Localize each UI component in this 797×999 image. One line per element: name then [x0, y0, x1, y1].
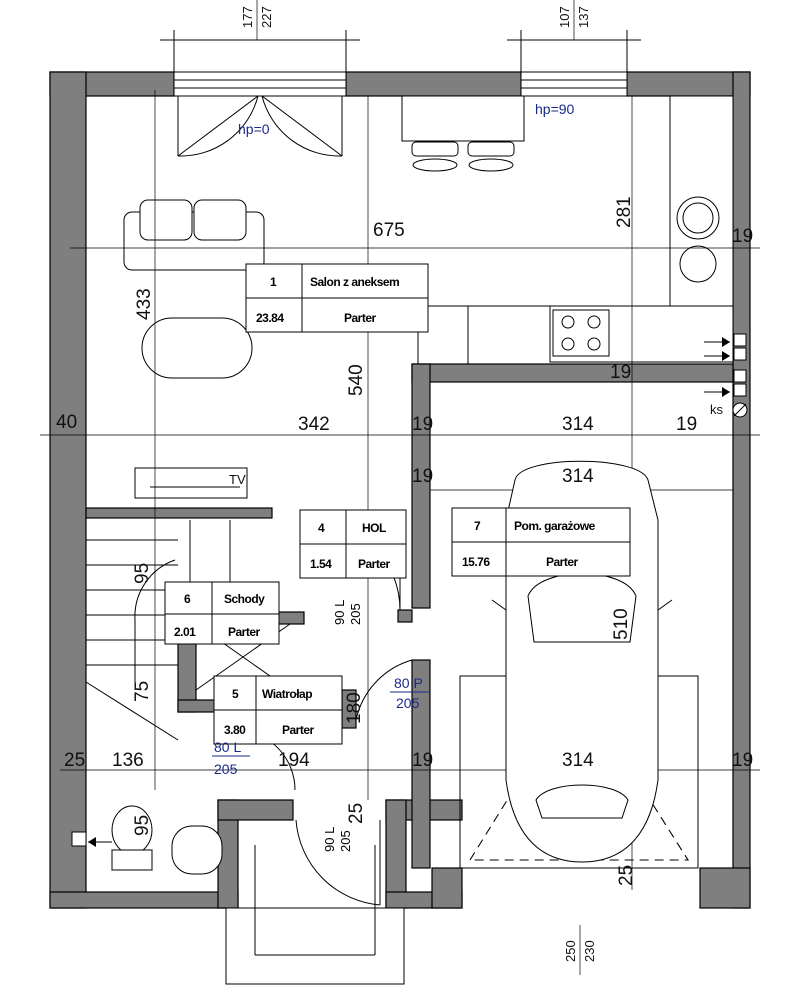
room-4-number: 4 — [318, 521, 325, 535]
dim-window-left-2: 227 — [259, 6, 274, 28]
room-1-number: 1 — [270, 275, 277, 289]
room-5-number: 5 — [232, 687, 239, 701]
door-wc-height: 205 — [214, 761, 238, 777]
door-hall-type: 90 L — [332, 600, 347, 625]
dim-partition-1: 19 — [412, 414, 433, 435]
door-garage-type: 80 P — [394, 675, 423, 691]
door-entrance-height: 205 — [338, 830, 353, 852]
dim-garage-width-1: 314 — [562, 414, 594, 435]
room-4-floor: Parter — [358, 557, 391, 571]
dim-garage-bottom-25: 25 — [616, 865, 637, 886]
door-swings — [225, 519, 413, 985]
door-garage-height: 205 — [396, 695, 420, 711]
exterior-walls — [49, 71, 751, 909]
dim-hall-width: 342 — [298, 414, 330, 435]
dim-left-25: 25 — [64, 750, 85, 771]
dim-kitchen-height: 281 — [614, 196, 635, 228]
dim-right-wall-lower: 19 — [732, 750, 753, 771]
door-hall-height: 205 — [348, 603, 363, 625]
dimension-labels: 675 281 19 433 540 40 342 19 314 19 19 1… — [56, 196, 753, 886]
dim-garage-door-2: 230 — [582, 940, 597, 962]
room-table-vestibule: 5 Wiatrołap 3.80 Parter — [213, 675, 343, 745]
door-wc-type: 80 L — [214, 739, 241, 755]
dim-partition-right-upper: 19 — [610, 362, 631, 383]
room-6-name: Schody — [224, 592, 265, 606]
kitchen — [401, 95, 734, 364]
room-7-name: Pom. garażowe — [514, 519, 596, 533]
room-7-number: 7 — [474, 519, 481, 533]
door-entrance-type: 90 L — [322, 827, 337, 852]
hp-window-label: hp=90 — [535, 101, 575, 117]
top-window-dims: 177 227 107 137 250 230 — [240, 0, 597, 975]
dim-window-right-1: 107 — [557, 6, 572, 28]
room-6-number: 6 — [184, 592, 191, 606]
dim-left-wall: 40 — [56, 412, 77, 433]
room-6-area: 2.01 — [174, 625, 196, 639]
door-labels: 90 L 205 80 P 205 80 L 205 90 L 205 hp=0… — [212, 101, 575, 852]
room-table-hol: 4 HOL 1.54 Parter — [299, 509, 407, 579]
dim-right-wall-top: 19 — [732, 226, 753, 247]
dim-partition-3: 19 — [412, 750, 433, 771]
room-6-floor: Parter — [228, 625, 261, 639]
room-5-area: 3.80 — [224, 723, 246, 737]
dim-hall-lower-width: 194 — [278, 750, 310, 771]
dim-vestibule-25: 25 — [346, 803, 367, 824]
dim-window-left-1: 177 — [240, 6, 255, 28]
ks-label: ks — [710, 402, 724, 417]
room-1-area: 23.84 — [256, 311, 284, 325]
dim-garage-width-3: 314 — [562, 750, 594, 771]
room-table-salon: 1 Salon z aneksem 23.84 Parter — [245, 263, 429, 333]
dim-partition-2: 19 — [412, 466, 433, 487]
dim-outer-wall-right: 19 — [676, 414, 697, 435]
room-7-floor: Parter — [546, 555, 579, 569]
room-4-area: 1.54 — [310, 557, 332, 571]
dim-window-right-2: 137 — [576, 6, 591, 28]
dim-garage-door-1: 250 — [563, 940, 578, 962]
room-5-floor: Parter — [282, 723, 315, 737]
room-1-floor: Parter — [344, 311, 377, 325]
tv-label: TV — [229, 472, 246, 487]
dim-wc-width: 136 — [112, 750, 144, 771]
dim-stairs-95: 95 — [132, 563, 153, 584]
hp-door-label: hp=0 — [238, 121, 270, 137]
bathroom — [71, 805, 223, 875]
dim-salon-height: 433 — [134, 288, 155, 320]
room-table-stairs: 6 Schody 2.01 Parter — [164, 581, 280, 645]
dim-garage-width-2: 314 — [562, 466, 594, 487]
room-4-name: HOL — [362, 521, 386, 535]
room-7-area: 15.76 — [462, 555, 490, 569]
windows — [160, 30, 641, 157]
room-table-garage: 7 Pom. garażowe 15.76 Parter — [451, 507, 631, 577]
dim-stairs-75: 75 — [132, 681, 153, 702]
living-furniture: TV — [123, 199, 265, 499]
room-5-name: Wiatrołap — [262, 687, 312, 701]
installations: ks — [704, 333, 748, 418]
dim-corridor-180: 180 — [344, 692, 365, 724]
dim-garage-depth: 510 — [611, 608, 632, 640]
dim-window-95: 95 — [132, 815, 153, 836]
dim-salon-width: 675 — [373, 220, 405, 241]
room-1-name: Salon z aneksem — [310, 275, 399, 289]
dim-hall-height: 540 — [346, 364, 367, 396]
